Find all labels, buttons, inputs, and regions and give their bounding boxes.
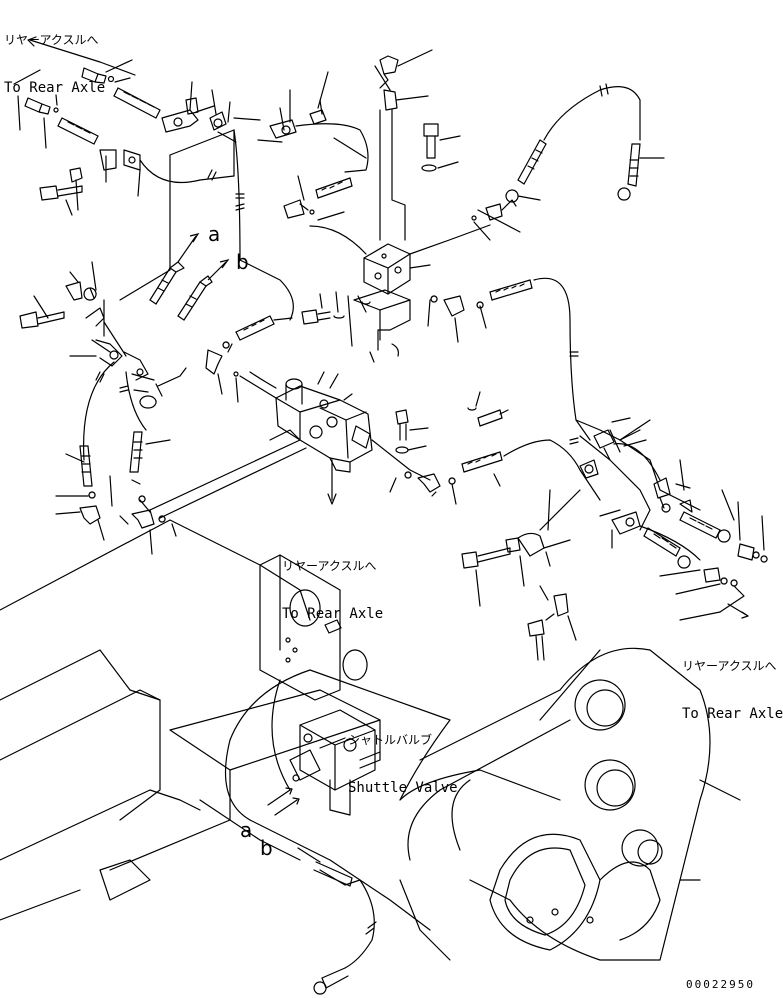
upper-left-fittings xyxy=(13,59,261,216)
rear-frame xyxy=(0,519,741,961)
top-left-arrow xyxy=(27,36,136,76)
shuttle-valve-label-en: Shuttle Valve xyxy=(348,780,458,796)
rear-axle-label-jp: リヤーアクスルへ xyxy=(4,33,99,47)
center-bracket xyxy=(301,289,411,363)
rear-axle-label-en: To Rear Axle xyxy=(4,80,106,96)
rear-axle-label-en: To Rear Axle xyxy=(282,606,384,622)
upper-center-hose xyxy=(283,137,367,255)
lower-hose xyxy=(297,847,377,995)
upper-bolt xyxy=(421,123,461,172)
shuttle-valve-label-jp: シャトルバルブ xyxy=(348,733,433,747)
port-marker-a-lower: a xyxy=(240,818,253,842)
port-marker-a-upper: a xyxy=(208,222,221,246)
junction-block xyxy=(363,224,491,295)
vertical-pipe xyxy=(374,49,433,241)
rear-axle-label-top-left: リヤーアクスルへ To Rear Axle xyxy=(4,0,105,112)
upper-pipes xyxy=(119,71,369,321)
shuttle-valve-label: シャトルバルブ Shuttle Valve xyxy=(348,700,458,812)
right-top-hose xyxy=(471,83,665,241)
port-marker-b-lower: b xyxy=(260,836,273,860)
port-marker-b-upper: b xyxy=(236,250,249,274)
mid-right-bolts xyxy=(389,391,601,505)
rear-axle-label-jp: リヤーアクスルへ xyxy=(282,559,377,573)
rear-axle-label-en: To Rear Axle xyxy=(682,706,783,722)
main-valve-body xyxy=(149,371,431,519)
right-lower-fittings xyxy=(461,417,768,661)
left-lower-fittings xyxy=(19,261,293,555)
right-mid-fittings xyxy=(427,277,591,441)
center-arrow xyxy=(327,459,337,505)
drawing-code: 00022950 xyxy=(686,978,755,991)
shuttle-valve-assembly xyxy=(267,709,381,816)
rear-axle-label-jp: リヤーアクスルへ xyxy=(682,659,777,673)
break-marks xyxy=(235,203,579,445)
rear-axle-label-right: リヤーアクスルへ To Rear Axle xyxy=(682,626,783,738)
rear-axle-label-center: リヤーアクスルへ To Rear Axle xyxy=(282,526,383,638)
